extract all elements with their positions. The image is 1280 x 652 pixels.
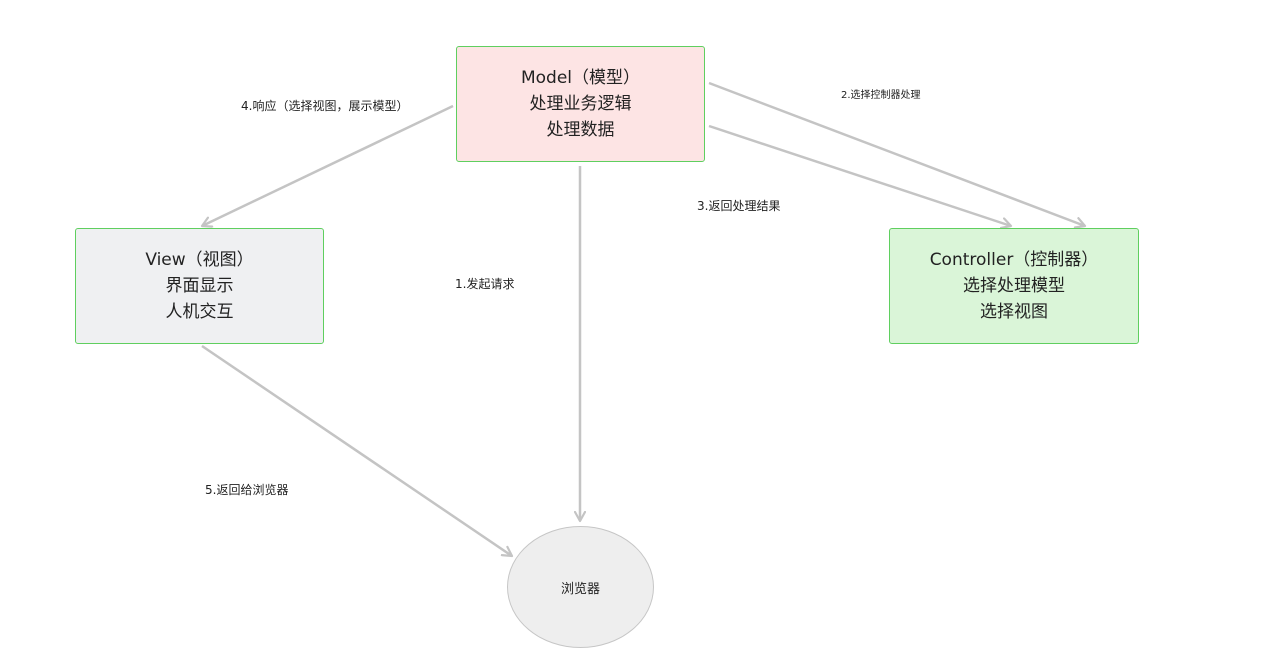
- edge-label-return-result: 3.返回处理结果: [697, 199, 781, 213]
- view-node[interactable]: View（视图） 界面显示 人机交互: [75, 228, 324, 344]
- browser-node[interactable]: 浏览器: [507, 526, 654, 648]
- edge-model-to-controller-return: [708, 124, 1011, 226]
- controller-node[interactable]: Controller（控制器） 选择处理模型 选择视图: [889, 228, 1139, 344]
- edge-label-select-controller: 2.选择控制器处理: [841, 90, 921, 101]
- edge-label-response: 4.响应（选择视图，展示模型）: [241, 99, 409, 113]
- edge-label-return-browser: 5.返回给浏览器: [205, 483, 289, 497]
- edge-model-to-view: [202, 104, 454, 226]
- controller-line-3: 选择视图: [980, 302, 1048, 322]
- edge-view-to-browser: [201, 344, 512, 556]
- view-title: View（视图）: [145, 250, 254, 270]
- model-title: Model（模型）: [520, 68, 641, 88]
- edge-model-to-controller-select: [708, 81, 1085, 226]
- model-line-2: 处理业务逻辑: [529, 94, 632, 114]
- model-node[interactable]: Model（模型） 处理业务逻辑 处理数据: [456, 46, 705, 162]
- model-line-3: 处理数据: [546, 120, 615, 140]
- view-line-2: 界面显示: [165, 276, 234, 296]
- view-line-3: 人机交互: [165, 302, 234, 322]
- browser-label: 浏览器: [560, 581, 600, 597]
- controller-line-2: 选择处理模型: [963, 276, 1065, 296]
- edge-label-request: 1.发起请求: [455, 277, 515, 291]
- controller-title: Controller（控制器）: [929, 250, 1099, 270]
